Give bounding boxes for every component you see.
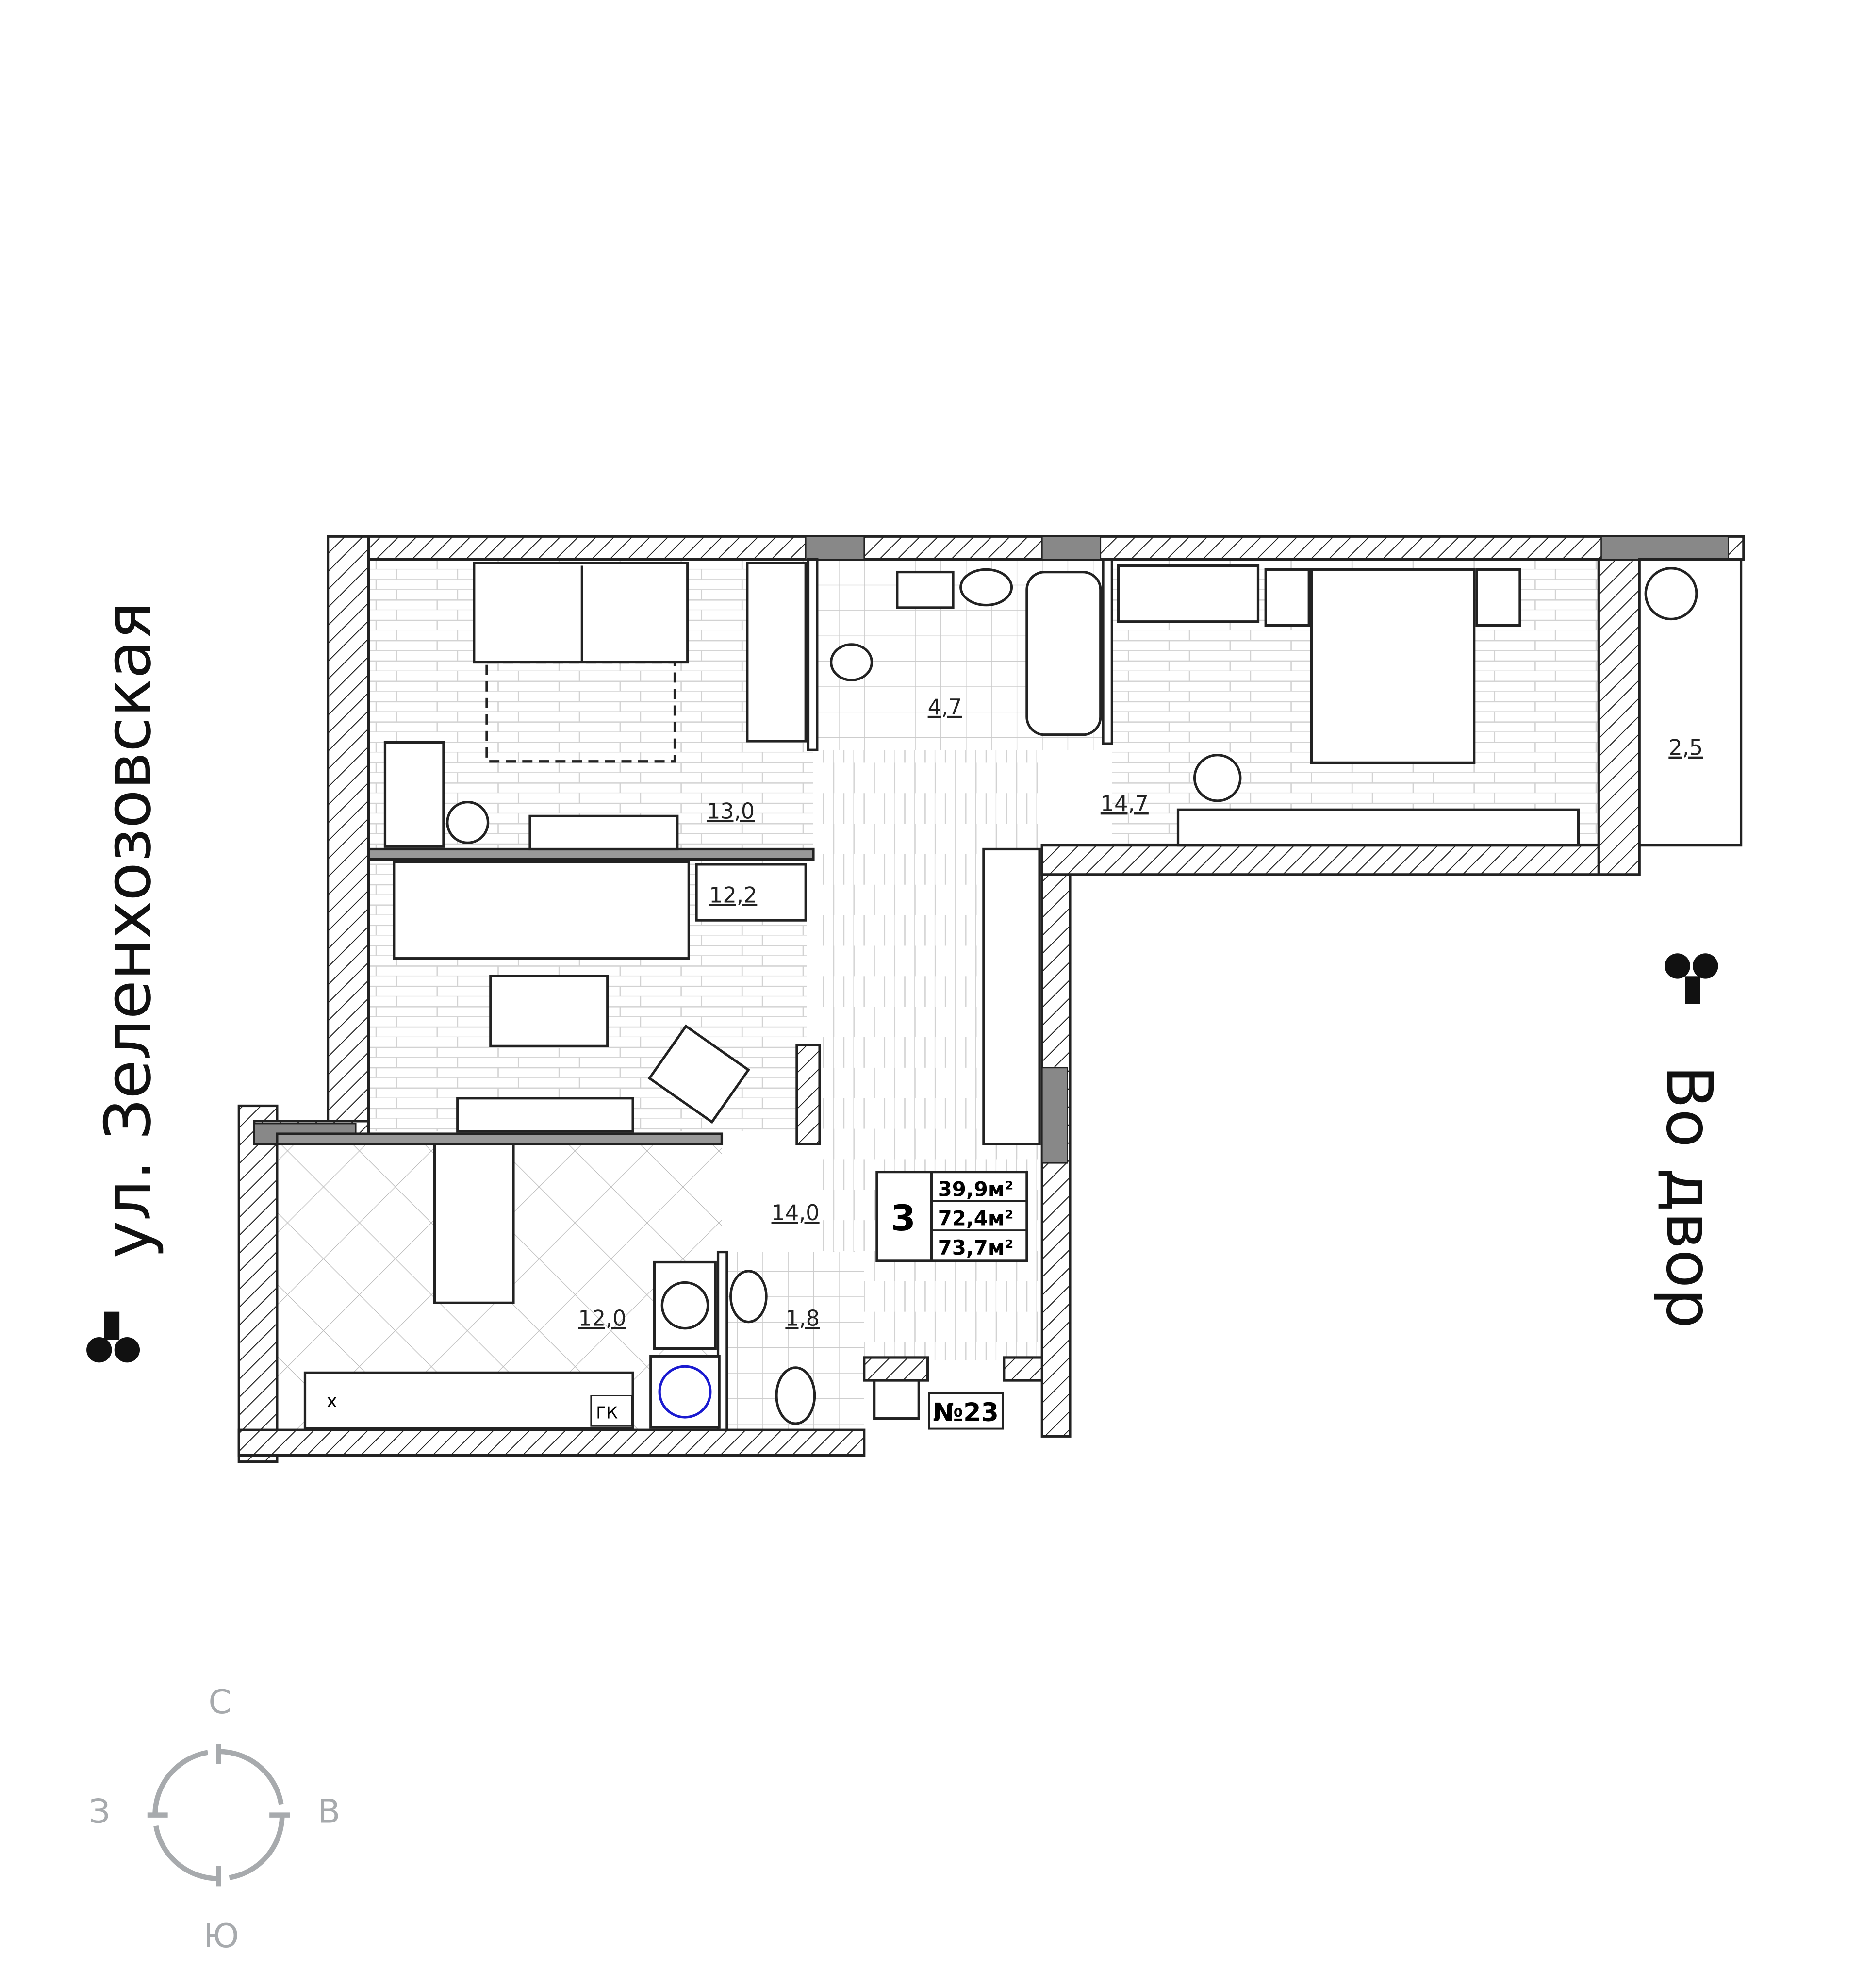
total-area: 72,4м² bbox=[938, 1207, 1014, 1230]
room-area-bathroom: 4,7 bbox=[928, 695, 962, 720]
room-area-balcony: 2,5 bbox=[1668, 736, 1703, 761]
room-area-kitchen: 12,0 bbox=[578, 1306, 626, 1331]
room-area-wc: 1,8 bbox=[785, 1306, 820, 1331]
street-label-left: ул. Зеленхозовская bbox=[91, 601, 165, 1258]
walls bbox=[237, 535, 1745, 1463]
gas-boiler-label: ГК bbox=[596, 1404, 618, 1423]
compass-north: С bbox=[208, 1683, 231, 1722]
compass-ring bbox=[152, 1749, 285, 1881]
total-area-with-balcony: 73,7м² bbox=[938, 1236, 1014, 1259]
street-label-right: Во двор bbox=[1652, 1065, 1727, 1328]
compass-west: З bbox=[89, 1792, 110, 1831]
compass-south: Ю bbox=[203, 1917, 239, 1955]
room-area-room: 12,2 bbox=[709, 883, 757, 908]
room-area-living: 13,0 bbox=[707, 799, 755, 824]
binoculars-icon bbox=[86, 1311, 140, 1363]
compass bbox=[147, 1744, 290, 1887]
stove-cabinet-label: х bbox=[327, 1391, 337, 1411]
room-area-bedroom: 14,7 bbox=[1101, 792, 1149, 816]
room-area-hallway: 14,0 bbox=[772, 1201, 820, 1226]
apartment-info-box: 3 39,9м² 72,4м² 73,7м² bbox=[875, 1170, 1028, 1262]
living-area: 39,9м² bbox=[938, 1177, 1014, 1201]
apartment-number: №23 bbox=[933, 1398, 999, 1427]
rooms-count: 3 bbox=[891, 1198, 916, 1239]
binoculars-icon bbox=[1665, 953, 1718, 1004]
partitions bbox=[276, 558, 1743, 1431]
compass-east: В bbox=[318, 1792, 341, 1831]
furniture bbox=[303, 562, 1698, 1430]
